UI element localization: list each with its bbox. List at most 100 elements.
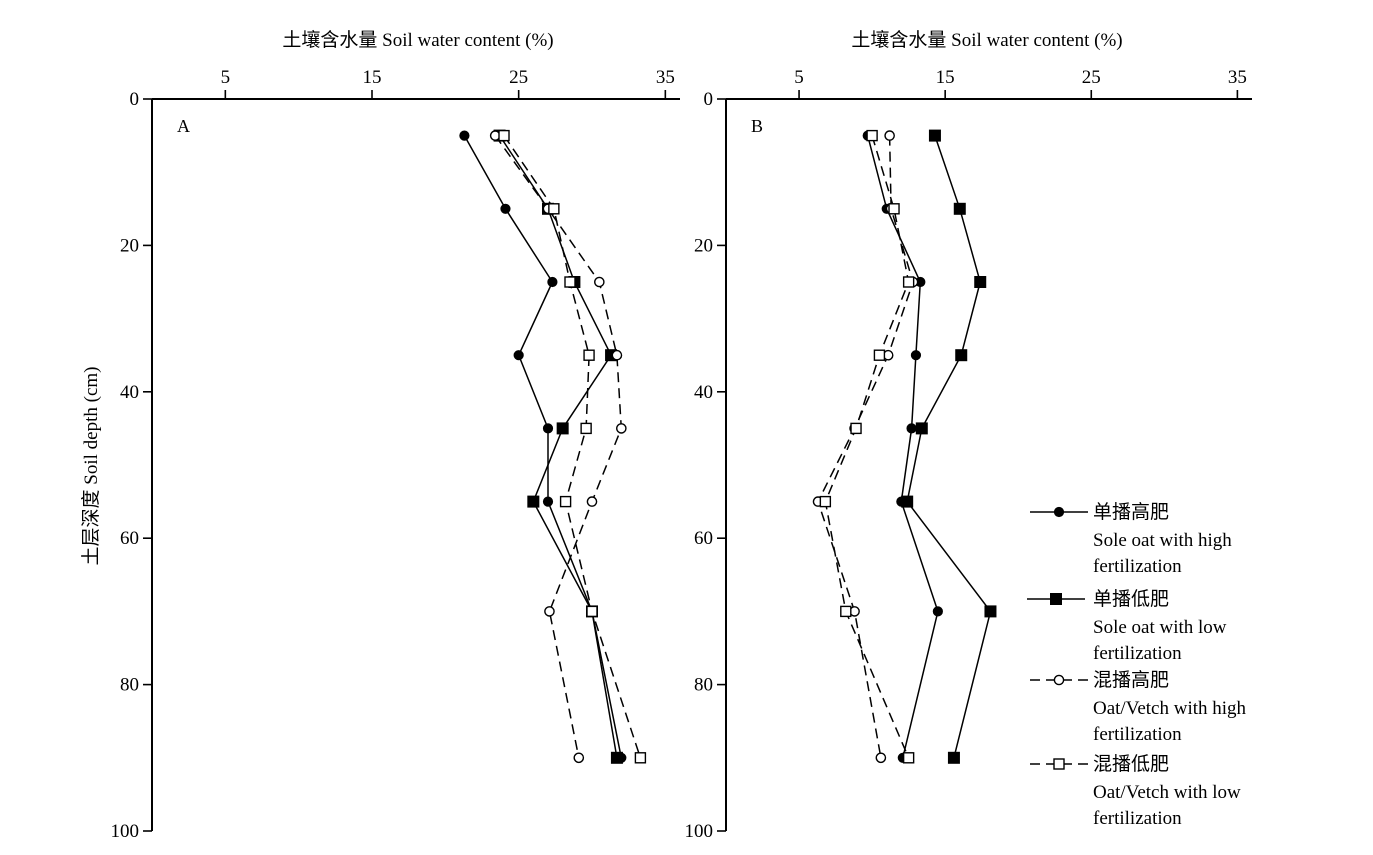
panel-a-point-sole-low (527, 495, 540, 508)
legend-marker-filled-square (1050, 593, 1062, 605)
legend-label-sole-high-english-1: Sole oat with high (1093, 530, 1232, 551)
panel-b-y-tick-label: 60 (694, 528, 713, 549)
panel-a-point-mixed-low (564, 276, 576, 288)
panel-a-point-sole-high (459, 130, 470, 141)
panel-b-y-tick-label: 20 (694, 235, 713, 256)
legend-entry-sole-high: 单播高肥 Sole oat with high fertilization (1030, 501, 1232, 577)
panel-a-y-tick-label: 40 (120, 382, 139, 403)
panel-a-y-tick-label: 0 (130, 89, 140, 110)
panel-a-y-tick-label: 100 (111, 821, 140, 842)
panel-b-x-tick-label: 15 (936, 67, 955, 88)
panel-b-x-tick-label: 35 (1228, 67, 1247, 88)
panel-b-point-mixed-high (884, 130, 895, 141)
panel-b-point-mixed-low (873, 349, 886, 361)
panel-b-point-mixed-low (840, 605, 852, 618)
legend-label-mixed-low-chinese: 混播低肥 (1093, 753, 1169, 775)
panel-b-point-mixed-low (902, 276, 915, 288)
panel-b-point-sole-low (901, 495, 914, 508)
panel-b-series-line-mixed-low (824, 135, 910, 759)
panel-a-point-mixed-low (559, 495, 572, 508)
panel-a-y-tick-label: 20 (120, 235, 139, 256)
panel-a-point-mixed-low (586, 605, 598, 618)
panel-b-point-sole-low (947, 751, 960, 764)
legend-entry-mixed-low: 混播低肥 Oat/Vetch with low fertilization (1030, 753, 1241, 829)
panel-b-point-mixed-low (888, 203, 900, 215)
panel-a-point-mixed-high (594, 276, 605, 288)
panel-b-point-mixed-high (875, 752, 887, 764)
panel-b-point-mixed-low (866, 129, 878, 142)
legend-marker-open-square (1053, 758, 1065, 770)
legend-label-sole-low-chinese: 单播低肥 (1093, 588, 1169, 610)
panel-a-point-sole-high (542, 496, 554, 507)
legend-label-mixed-high-english-2: fertilization (1093, 724, 1182, 745)
panel-b-y-tick-label: 0 (704, 89, 714, 110)
panel-a-y-axis-title: 土层深度 Soil depth (cm) (80, 367, 102, 566)
legend-marker-open-circle (1053, 674, 1065, 686)
panel-a-point-sole-high (513, 350, 524, 361)
legend-label-mixed-high-english-1: Oat/Vetch with high (1093, 698, 1247, 719)
panel-a-point-mixed-high (544, 606, 555, 617)
panel-a-point-mixed-high (586, 496, 598, 507)
panel-a-x-tick-label: 35 (656, 67, 675, 88)
legend-label-sole-low-english-2: fertilization (1093, 643, 1182, 664)
panel-b-series-line-mixed-high (817, 135, 914, 758)
legend-entry-sole-low: 单播低肥 Sole oat with low fertilization (1027, 588, 1227, 664)
panel-a-series-line-sole-low (498, 135, 618, 758)
panel-a-point-sole-low (610, 751, 623, 764)
legend-label-sole-low-english-1: Sole oat with low (1093, 617, 1227, 638)
panel-b-point-mixed-low (902, 752, 915, 764)
panel-b-y-tick-label: 40 (694, 382, 713, 403)
panel-a-series-line-sole-high (463, 135, 623, 758)
panel-a-x-tick-label: 25 (509, 67, 528, 88)
legend-entry-mixed-high: 混播高肥 Oat/Vetch with high fertilization (1030, 669, 1247, 745)
panel-b-y-tick-label: 100 (685, 821, 714, 842)
panel-a-y-tick-label: 80 (120, 675, 139, 696)
panel-b-point-sole-low (974, 276, 987, 288)
panel-b-x-tick-label: 25 (1082, 67, 1101, 88)
panel-a-point-mixed-high (616, 423, 627, 434)
panel-b-series-line-sole-low (906, 135, 992, 758)
panel-a-point-mixed-high (611, 349, 623, 361)
panel-b: 土壤含水量 Soil water content (%) B 5 15 25 35 0 2… (685, 29, 1252, 842)
panel-b-point-sole-low (928, 129, 941, 142)
panel-b-point-mixed-low (850, 422, 862, 435)
panel-a-point-sole-high (542, 423, 554, 434)
panel-b-x-axis-title: 土壤含水量 Soil water content (%) (851, 29, 1122, 51)
panel-b-x-tick-label: 5 (794, 67, 804, 88)
panel-a-label: A (177, 116, 190, 136)
panel-a-point-sole-low (556, 422, 569, 435)
legend: 单播高肥 Sole oat with high fertilization 单播… (1027, 501, 1247, 829)
panel-a: 土壤含水量 Soil water content (%) 土层深度 Soil d… (80, 29, 680, 842)
panel-b-label: B (751, 116, 763, 136)
panel-a-point-mixed-low (580, 422, 592, 435)
legend-label-sole-high-english-2: fertilization (1093, 556, 1182, 577)
panel-a-x-tick-label: 15 (363, 67, 382, 88)
legend-marker-filled-circle (1053, 506, 1065, 518)
panel-b-series-line-sole-high (866, 135, 939, 758)
panel-a-point-sole-high (547, 276, 558, 288)
panel-b-point-sole-high (910, 350, 922, 361)
panel-b-y-tick-label: 80 (694, 675, 713, 696)
panel-a-y-tick-label: 60 (120, 528, 139, 549)
panel-b-point-mixed-low (819, 495, 832, 508)
panel-a-point-mixed-low (583, 349, 595, 361)
panel-a-point-mixed-low (634, 752, 647, 764)
panel-a-point-sole-high (500, 203, 511, 214)
panel-b-point-sole-high (932, 606, 943, 617)
panel-b-point-sole-low (953, 202, 966, 215)
panel-b-point-sole-high (906, 423, 917, 434)
panel-b-point-sole-low (984, 605, 997, 618)
panel-a-point-mixed-low (498, 129, 510, 142)
legend-label-mixed-low-english-2: fertilization (1093, 808, 1182, 829)
legend-label-mixed-low-english-1: Oat/Vetch with low (1093, 782, 1241, 803)
panel-a-series-line-mixed-low (503, 135, 642, 759)
panel-a-x-tick-label: 5 (221, 67, 231, 88)
panel-a-point-mixed-high (573, 752, 585, 764)
panel-b-point-sole-low (955, 349, 968, 362)
panel-a-point-mixed-low (548, 203, 560, 215)
panel-b-point-sole-low (915, 422, 928, 435)
legend-label-mixed-high-chinese: 混播高肥 (1093, 669, 1169, 691)
legend-label-sole-high-chinese: 单播高肥 (1093, 501, 1169, 523)
panel-a-x-axis-title: 土壤含水量 Soil water content (%) (282, 29, 553, 51)
